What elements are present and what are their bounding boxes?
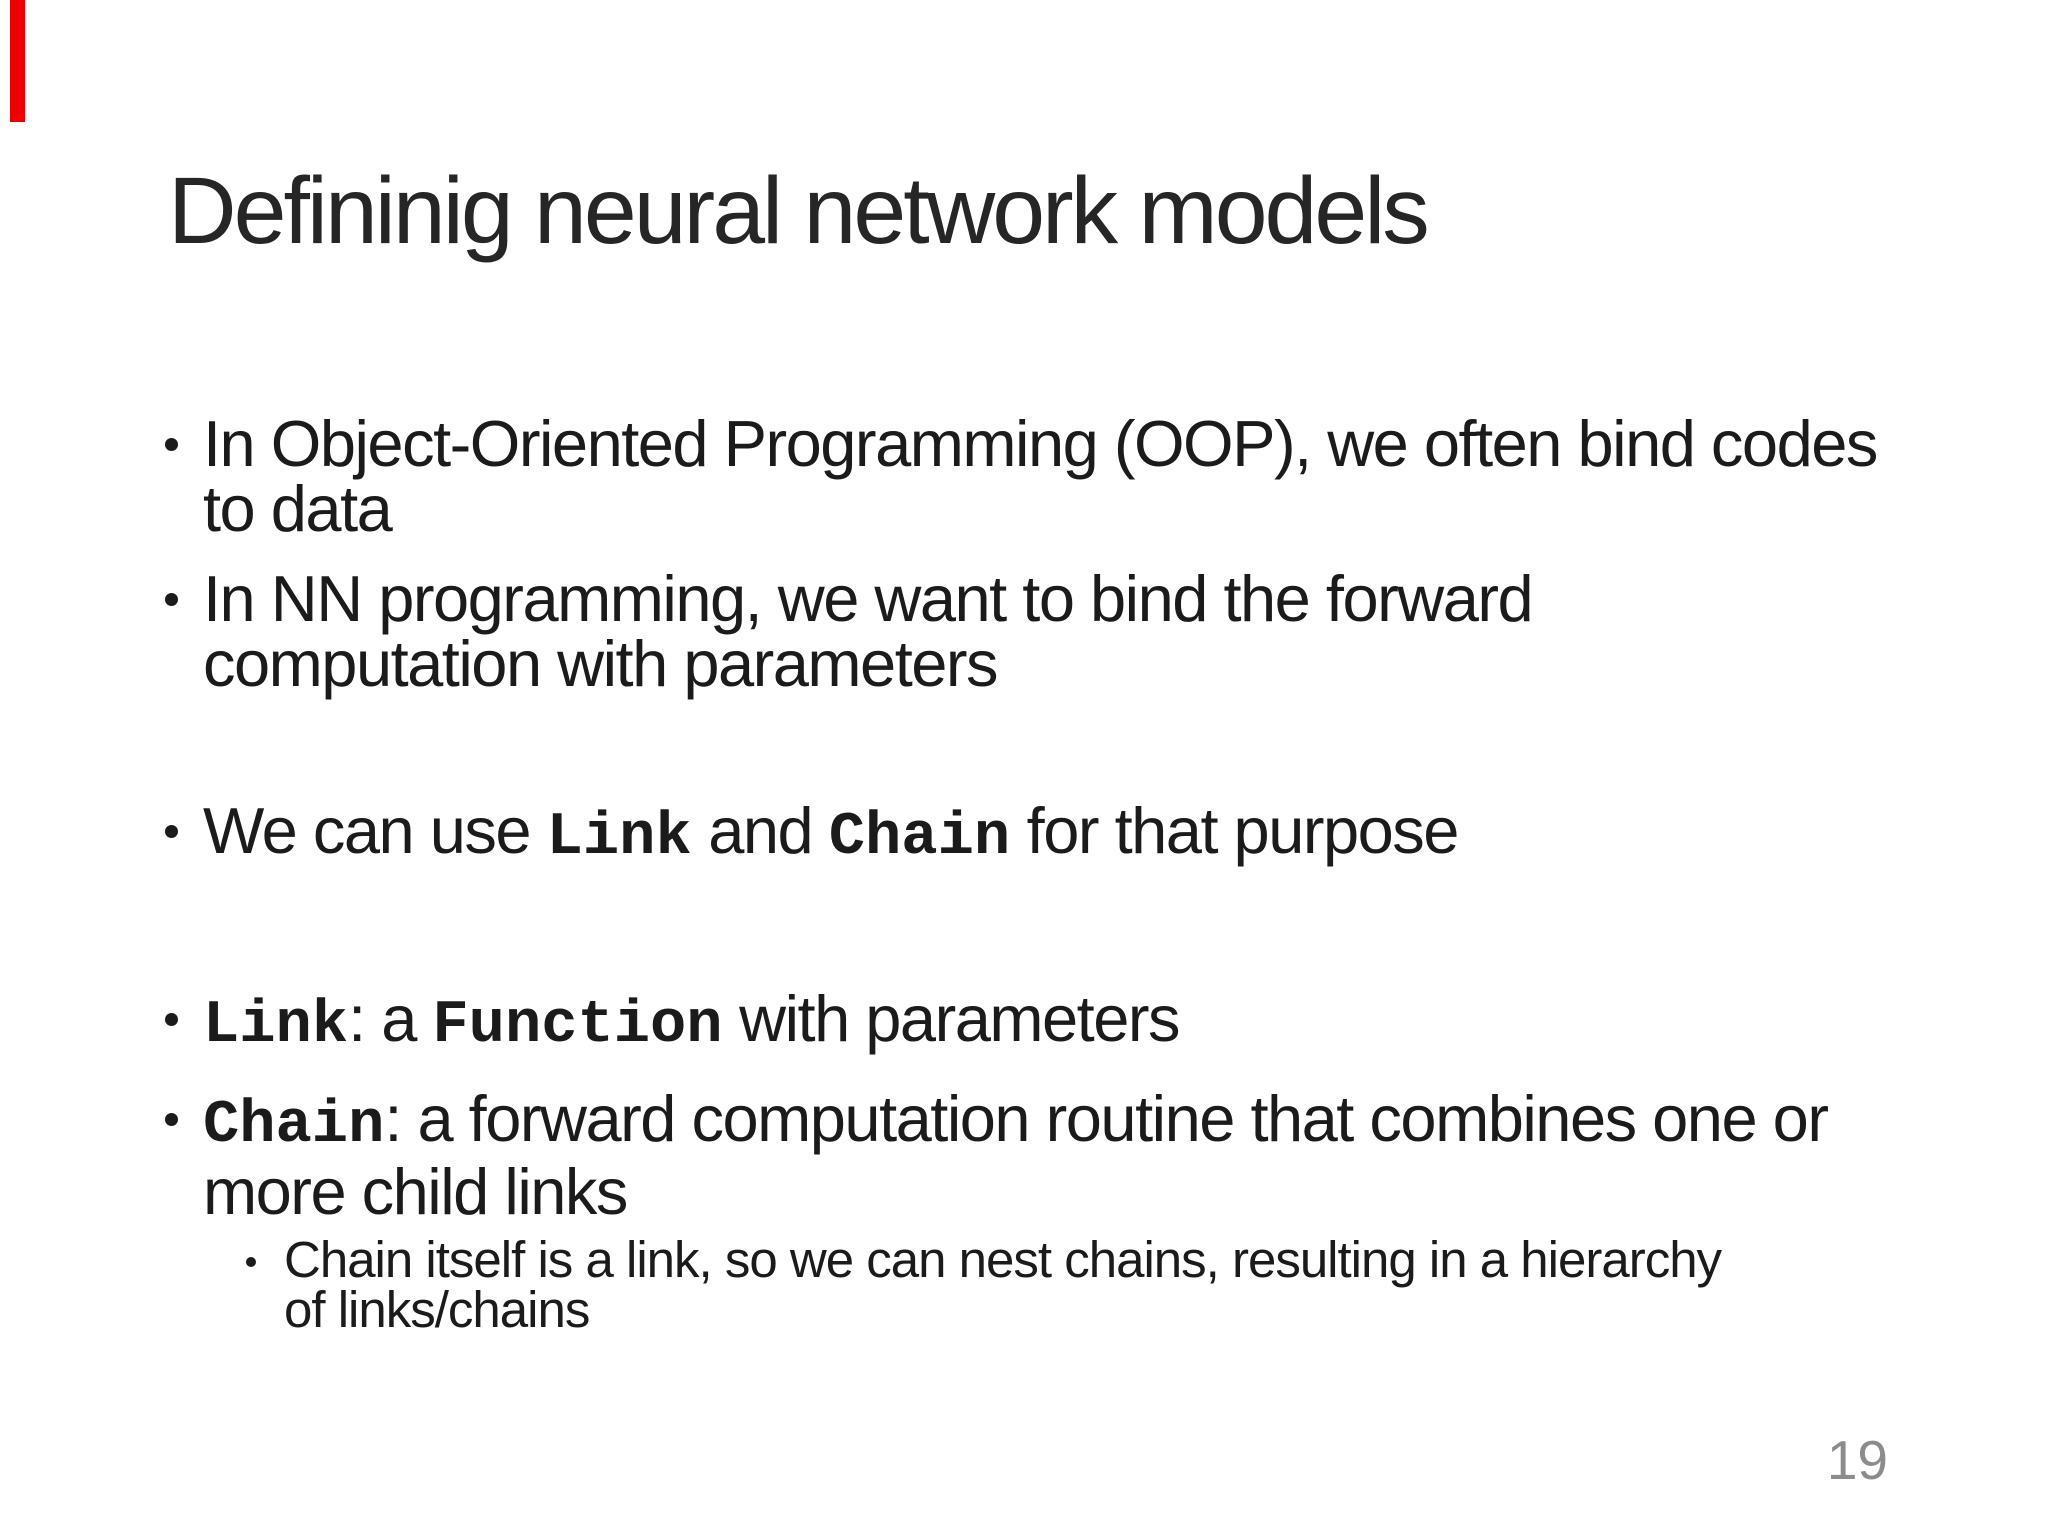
sub-bullet-item: Chain itself is a link, so we can nest c… <box>246 1234 2008 1335</box>
page-number: 19 <box>1826 1429 1888 1491</box>
code-token: Chain <box>203 1092 385 1160</box>
text-line: Link: a Function with parameters <box>203 986 2008 1059</box>
bullet-item: Link: a Function with parameters <box>165 986 2008 1059</box>
code-token: Chain <box>828 804 1011 872</box>
bullet-marker <box>165 411 203 451</box>
bullet-text: In NN programming, we want to bind the f… <box>203 566 2008 696</box>
text-line: more child links <box>203 1159 2008 1224</box>
red-accent-bar <box>10 0 25 122</box>
text-line: computation with parameters <box>203 631 2008 696</box>
bullet-text: Chain itself is a link, so we can nest c… <box>284 1234 2008 1335</box>
text-line: of links/chains <box>284 1284 2008 1335</box>
bullet-marker <box>165 986 203 1026</box>
code-token: Link <box>546 804 692 872</box>
bullet-text: In Object-Oriented Programming (OOP), we… <box>203 411 2008 541</box>
bullet-text: We can use Link and Chain for that purpo… <box>203 798 2008 871</box>
bullet-marker <box>165 798 203 838</box>
bullet-text: Link: a Function with parameters <box>203 986 2008 1059</box>
text-segment: computation with parameters <box>203 627 999 700</box>
bullet-list: In Object-Oriented Programming (OOP), we… <box>165 411 2008 1335</box>
text-segment: : a forward computation routine that com… <box>384 1082 1829 1155</box>
text-segment: more child links <box>203 1155 628 1228</box>
text-line: Chain: a forward computation routine tha… <box>203 1086 2008 1159</box>
text-segment: Chain itself is a link, so we can nest c… <box>284 1231 1722 1288</box>
text-segment: In Object-Oriented Programming (OOP), we… <box>203 407 1878 480</box>
text-line: In NN programming, we want to bind the f… <box>203 566 2008 631</box>
bullet-marker <box>165 566 203 606</box>
code-token: Link <box>203 992 349 1060</box>
bullet-item: In NN programming, we want to bind the f… <box>165 566 2008 696</box>
text-segment: : a <box>348 982 433 1055</box>
text-segment: and <box>691 794 829 867</box>
text-segment: In NN programming, we want to bind the f… <box>203 562 1534 635</box>
bullet-item: In Object-Oriented Programming (OOP), we… <box>165 411 2008 541</box>
text-line: Chain itself is a link, so we can nest c… <box>284 1234 2008 1285</box>
text-line: We can use Link and Chain for that purpo… <box>203 798 2008 871</box>
text-segment: for that purpose <box>1010 794 1460 867</box>
text-segment: of links/chains <box>284 1281 590 1338</box>
bullet-item: We can use Link and Chain for that purpo… <box>165 798 2008 871</box>
text-segment: with parameters <box>722 982 1180 1055</box>
code-token: Function <box>432 992 723 1060</box>
bullet-marker <box>246 1235 284 1267</box>
bullet-item: Chain: a forward computation routine tha… <box>165 1086 2008 1224</box>
slide-title: Defininig neural network models <box>168 158 1430 264</box>
text-line: In Object-Oriented Programming (OOP), we… <box>203 411 2008 476</box>
text-segment: to data <box>203 472 393 545</box>
text-segment: We can use <box>203 794 547 867</box>
text-line: to data <box>203 476 2008 541</box>
bullet-marker <box>165 1086 203 1126</box>
bullet-text: Chain: a forward computation routine tha… <box>203 1086 2008 1224</box>
